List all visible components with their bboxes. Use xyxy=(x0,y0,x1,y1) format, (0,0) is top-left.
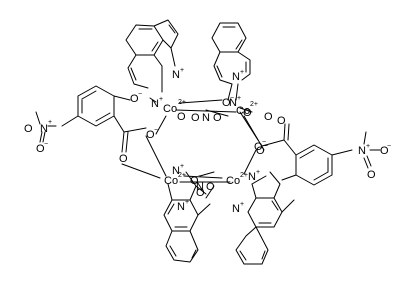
n-plus-label-co1: N xyxy=(151,98,159,110)
o-label-bridge-1: O xyxy=(177,111,186,123)
svg-text:2+: 2+ xyxy=(250,101,258,108)
o-label-bridge-3: O xyxy=(213,112,222,124)
phenanthroline-upper-left xyxy=(125,19,179,93)
o-label-bridge-6: O xyxy=(206,181,215,193)
o-label-bridge-2: O xyxy=(191,112,200,124)
o-label-bridge-5: O xyxy=(264,111,273,123)
nitro-o-right-side: O xyxy=(380,145,389,157)
o-minus-label-ur: O xyxy=(222,97,231,109)
svg-text:+: + xyxy=(159,96,163,103)
carbonyl-o-right: O xyxy=(277,115,286,127)
nitro-o-right-bottom: O xyxy=(367,169,376,181)
svg-text:+: + xyxy=(240,201,244,208)
central-bridge-bonds xyxy=(149,97,267,195)
svg-text:+: + xyxy=(180,67,184,74)
co-label-3: Co xyxy=(164,175,178,187)
o-minus-label-co4: O xyxy=(256,145,265,157)
atom-labels: N + N + O − N + Co 2+ O O N O O − N + Co… xyxy=(24,67,391,215)
svg-text:+: + xyxy=(366,143,370,150)
nitro-n-left: N xyxy=(40,123,48,135)
svg-text:−: − xyxy=(387,143,391,150)
n-plus-label-lr: N xyxy=(232,203,240,215)
n-label-bridge-1: N xyxy=(202,112,210,124)
nitro-n-right: N xyxy=(358,145,366,157)
svg-text:2+: 2+ xyxy=(178,172,186,179)
co-label-4: Co xyxy=(226,175,240,187)
svg-text:2+: 2+ xyxy=(240,172,248,179)
svg-text:+: + xyxy=(237,95,241,102)
o-minus-label-co3: O xyxy=(190,175,199,187)
o-minus-label-left: O xyxy=(146,129,155,141)
n-plus-label-ur: N xyxy=(232,71,240,83)
o-minus-label-ul: O xyxy=(130,93,139,105)
svg-text:+: + xyxy=(180,163,184,170)
svg-text:−: − xyxy=(264,143,268,150)
o-minus-label-right: O xyxy=(254,141,263,153)
phenanthroline-upper-right xyxy=(211,22,251,101)
svg-text:+: + xyxy=(256,169,260,176)
n-plus-label-co3: N xyxy=(172,165,180,177)
co-label-1: Co xyxy=(163,103,177,115)
svg-text:+: + xyxy=(240,69,244,76)
o-label-bridge-7: O xyxy=(196,187,205,199)
nitrobenzoate-right xyxy=(261,123,381,186)
svg-text:−: − xyxy=(138,91,142,98)
n-label-bridge-2: N xyxy=(196,181,204,193)
svg-text:+: + xyxy=(48,119,52,126)
co-label-2: Co xyxy=(236,105,250,117)
svg-text:−: − xyxy=(262,139,266,146)
svg-text:2+: 2+ xyxy=(178,99,186,106)
n-plus-label-co4: N xyxy=(248,171,256,183)
svg-text:+: + xyxy=(185,199,189,206)
svg-text:−: − xyxy=(230,95,234,102)
n-plus-label-ll: N xyxy=(177,201,185,213)
o-label-bridge-4: O xyxy=(243,107,252,119)
nitrobenzoate-left xyxy=(35,85,167,179)
nitro-o-left-bottom: O xyxy=(36,143,45,155)
phenanthroline-lower-right xyxy=(235,171,295,265)
svg-text:−: − xyxy=(198,173,202,180)
carbonyl-o-left: O xyxy=(119,153,128,165)
n-plus-label-ul: N xyxy=(172,69,180,81)
n-plus-label-co2: N xyxy=(229,97,237,109)
nitro-o-left-top: O xyxy=(24,123,33,135)
svg-text:−: − xyxy=(154,127,158,134)
svg-text:−: − xyxy=(44,141,48,148)
